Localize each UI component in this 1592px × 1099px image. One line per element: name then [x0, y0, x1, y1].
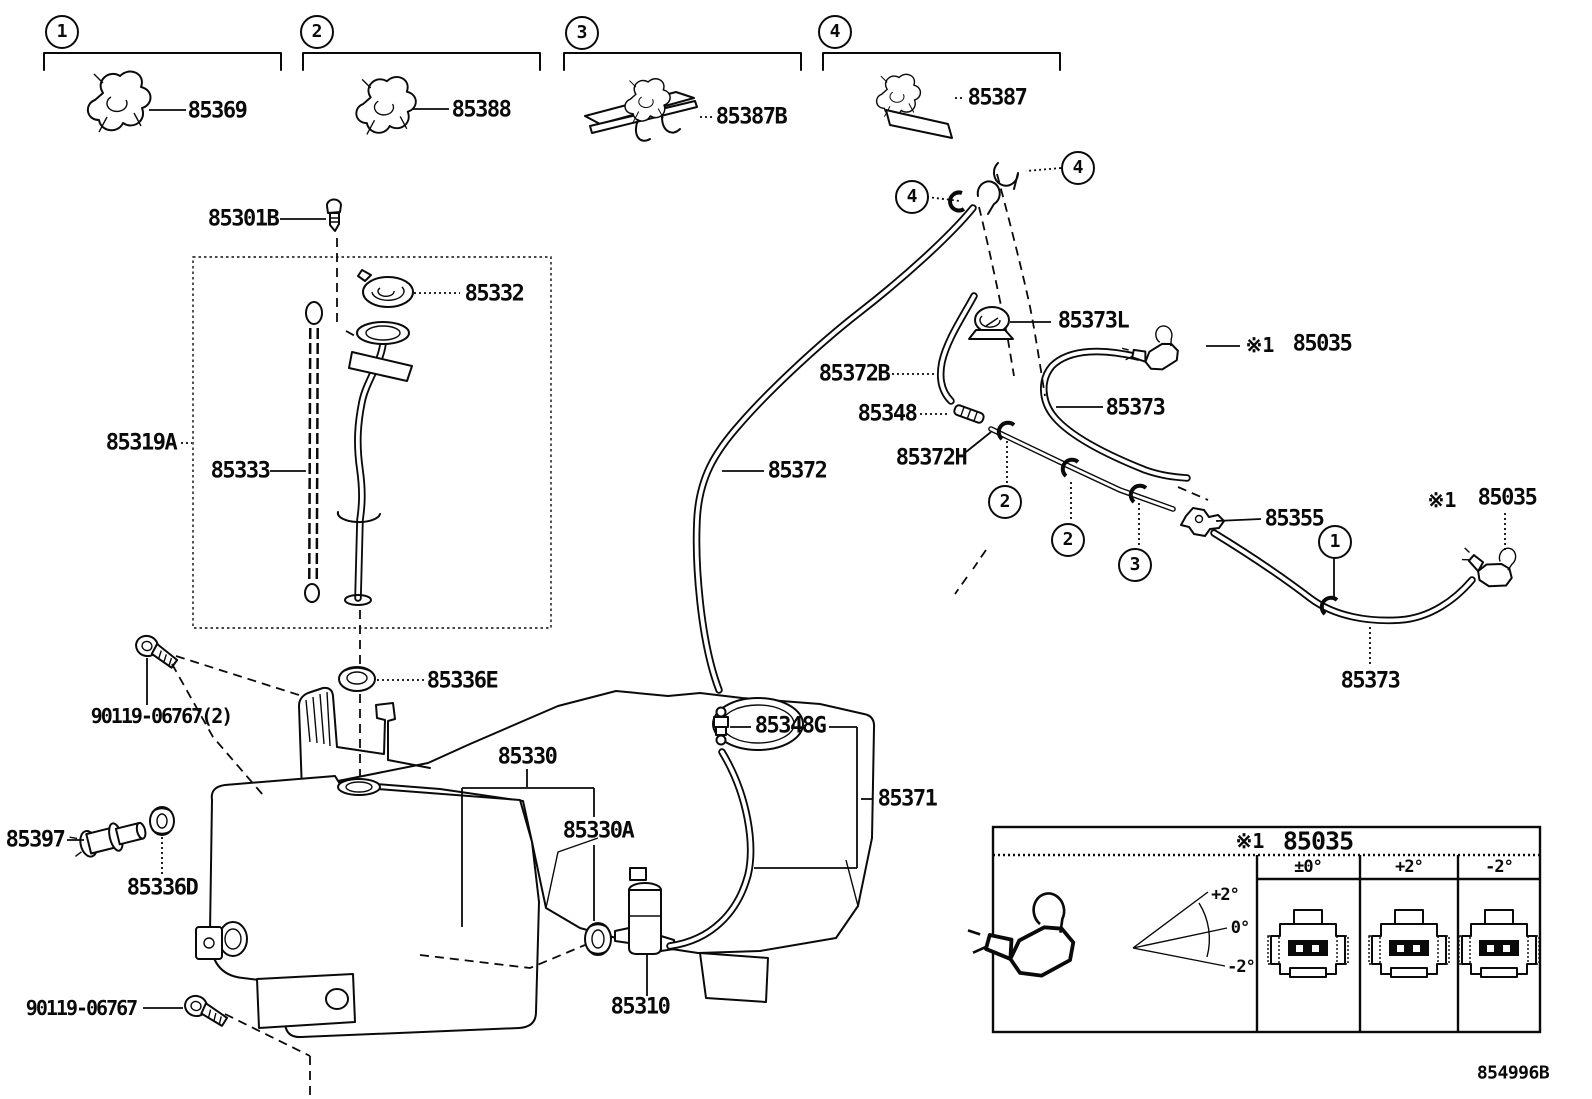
junction-dashes-85355 — [1177, 486, 1209, 501]
part-85387B-drawing — [584, 78, 698, 142]
part-label-85387[interactable]: 85387 — [967, 85, 1028, 111]
part-label-85355[interactable]: 85355 — [1264, 506, 1325, 532]
callout-4-left: 4 — [895, 180, 929, 214]
filler-neck-drawing — [336, 321, 413, 606]
grommet-85336E-drawing — [338, 666, 376, 692]
inset-col-header-plus2: +2° — [1395, 857, 1424, 877]
part-label-85348[interactable]: 85348 — [857, 401, 918, 427]
part-label-85348G[interactable]: 85348G — [754, 713, 827, 739]
part-label-85372[interactable]: 85372 — [767, 458, 828, 484]
part-label-85373-upper[interactable]: 85373 — [1105, 395, 1166, 421]
part-label-85373-lower[interactable]: 85373 — [1340, 668, 1401, 694]
inset-col-header-0deg: ±0° — [1294, 857, 1323, 877]
joint-85355-drawing — [1180, 507, 1225, 537]
nozzle-85035-top-drawing — [1118, 322, 1182, 378]
joint-85348G-drawing — [713, 706, 729, 746]
spray-angle-fan — [1132, 891, 1228, 967]
joint-85348-drawing — [953, 404, 985, 424]
bolt-90119-bottom-drawing — [181, 992, 232, 1028]
part-label-85319A[interactable]: 85319A — [105, 430, 178, 456]
clip-alignment-dash-b — [978, 206, 1015, 377]
callout-1-b: 1 — [1318, 525, 1352, 559]
part-label-85373L[interactable]: 85373L — [1057, 308, 1130, 334]
part-label-90119-06767-2[interactable]: 90119-06767(2) — [90, 704, 234, 728]
grommet-alignment-dashes — [419, 944, 586, 969]
part-label-90119-06767[interactable]: 90119-06767 — [25, 996, 138, 1020]
inset-col-header-minus2: -2° — [1485, 857, 1514, 877]
part-label-85336D[interactable]: 85336D — [126, 875, 199, 901]
hose-85373-upper-drawing — [1040, 347, 1191, 482]
leader-lines-solid — [67, 108, 1335, 1009]
bolt-90119-top-drawing — [131, 632, 183, 670]
part-label-85035-top[interactable]: 85035 — [1292, 331, 1353, 357]
callout-4-right: 4 — [1061, 151, 1095, 185]
clamp-85373L-drawing — [968, 306, 1014, 340]
fan-label-plus2: +2° — [1211, 885, 1240, 905]
hose-85371-drawing — [666, 748, 755, 950]
callout-3-b: 3 — [1118, 548, 1152, 582]
figure-code: 854996B — [1476, 1062, 1550, 1084]
part-label-85388[interactable]: 85388 — [451, 97, 512, 123]
bolt-bottom-alignment-dashes — [224, 1013, 311, 1097]
chain-85333-drawing — [304, 301, 323, 603]
clip-part-drawing — [976, 162, 1019, 215]
part-label-85301B[interactable]: 85301B — [207, 206, 280, 232]
pin-alignment-dashes — [336, 238, 358, 338]
hose-85372-drawing — [692, 204, 977, 694]
part-label-85333[interactable]: 85333 — [210, 458, 271, 484]
callout-2-b: 2 — [1051, 523, 1085, 557]
tube-85372H-drawing — [988, 426, 1176, 512]
callout-2-top: 2 — [300, 15, 334, 49]
callout-2-a: 2 — [988, 485, 1022, 519]
part-label-85397[interactable]: 85397 — [5, 827, 66, 853]
part-label-85332[interactable]: 85332 — [464, 281, 525, 307]
reference-brackets — [43, 52, 1061, 71]
fan-label-zero: 0° — [1230, 918, 1251, 938]
grommet-85336D-drawing — [149, 806, 175, 836]
inset-part-number[interactable]: 85035 — [1282, 826, 1354, 856]
part-label-85336E[interactable]: 85336E — [426, 668, 499, 694]
part-label-85330A[interactable]: 85330A — [562, 818, 635, 844]
grommet-85330A-drawing — [584, 922, 612, 956]
bolt-top-alignment-dashes — [171, 655, 303, 796]
part-label-85369[interactable]: 85369 — [187, 98, 248, 124]
inset-table — [967, 825, 1542, 1034]
part-label-85372H[interactable]: 85372H — [895, 445, 968, 471]
part-label-85035-right[interactable]: 85035 — [1477, 485, 1538, 511]
callout-4-top: 4 — [818, 15, 852, 49]
callout-3-top: 3 — [565, 16, 599, 50]
fan-label-minus2: -2° — [1227, 957, 1256, 977]
hose-85372B-drawing — [936, 292, 978, 405]
part-label-85330[interactable]: 85330 — [497, 744, 558, 770]
ref-mark-top: ※1 — [1245, 333, 1275, 357]
washer-tank-drawing — [195, 686, 876, 1039]
washer-pump-85310-drawing — [614, 867, 675, 955]
assembly-box-85319A — [192, 256, 552, 629]
callout-1-top: 1 — [45, 15, 79, 49]
part-label-85310[interactable]: 85310 — [610, 994, 671, 1020]
part-85387-drawing — [875, 73, 953, 139]
leader-lines-dotted — [161, 97, 1506, 876]
clip-alignment-dash-a — [996, 173, 1046, 397]
inset-ref-mark: ※1 — [1235, 829, 1265, 853]
part-label-85372B[interactable]: 85372B — [818, 361, 891, 387]
inset-nozzle-side-drawing — [967, 892, 1076, 978]
part-label-85387B[interactable]: 85387B — [715, 104, 788, 130]
junction-dashes-lower — [954, 549, 987, 595]
hose-85373-lower-drawing — [1210, 529, 1476, 625]
cap-85332-drawing — [357, 269, 414, 308]
pin-85301B-drawing — [326, 198, 342, 232]
level-sensor-85397-drawing — [69, 821, 147, 858]
ref-mark-right: ※1 — [1427, 488, 1457, 512]
part-label-85371[interactable]: 85371 — [877, 786, 938, 812]
